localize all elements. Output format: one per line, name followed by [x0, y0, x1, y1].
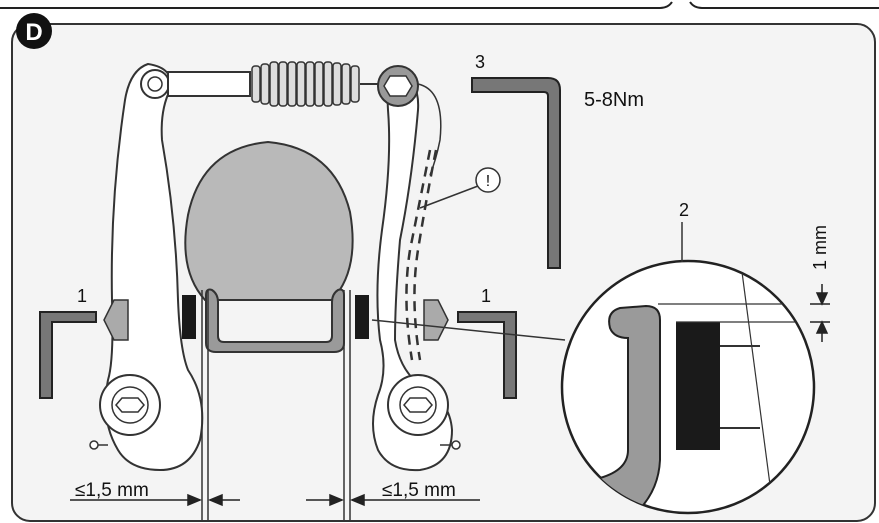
clearance-arrows [70, 493, 480, 507]
clearance-right-label: ≤1,5 mm [382, 480, 456, 501]
left-pivot-bolt [99, 374, 161, 436]
torque-label: 5-8Nm [584, 89, 644, 111]
hex-key-right [457, 311, 517, 399]
step-badge: D [16, 13, 52, 49]
hex-key-left [39, 311, 97, 399]
hex-key-right-label: 1 [481, 286, 491, 306]
left-brake-arm [104, 62, 204, 472]
detail-callout-label: 2 [679, 200, 689, 220]
cable-clamp-bolt [377, 65, 419, 107]
tire [184, 140, 354, 301]
detail-rim [562, 304, 661, 513]
tension-screws [89, 440, 461, 450]
cable-route-dashed [405, 149, 432, 361]
warning-leader [419, 185, 479, 209]
top-frame-left [0, 1, 673, 9]
step-badge-label: D [25, 19, 42, 46]
detail-leader [371, 319, 566, 341]
gap-dimension-arrows [810, 284, 830, 342]
noodle-pipe [140, 69, 251, 99]
cable-boot-spring [251, 61, 360, 107]
hex-key-3-label: 3 [475, 52, 485, 72]
right-brake-arm [372, 68, 454, 472]
gap-label: 1 mm [810, 225, 830, 270]
warning-label: ! [486, 173, 490, 190]
right-brake-pad [355, 295, 369, 339]
right-pad-adjuster [423, 299, 449, 341]
warning-icon [475, 167, 501, 193]
left-pad-adjuster [103, 299, 129, 341]
detail-brake-pad [676, 322, 720, 450]
detail-magnifier [560, 259, 816, 515]
cable-end [417, 83, 442, 176]
hex-key-left-label: 1 [77, 286, 87, 306]
left-brake-pad [182, 295, 196, 339]
right-pivot-bolt [387, 374, 449, 436]
rim [205, 288, 345, 353]
top-frame-right [689, 1, 879, 9]
hex-key-3 [471, 77, 561, 269]
clearance-left-label: ≤1,5 mm [75, 480, 149, 501]
